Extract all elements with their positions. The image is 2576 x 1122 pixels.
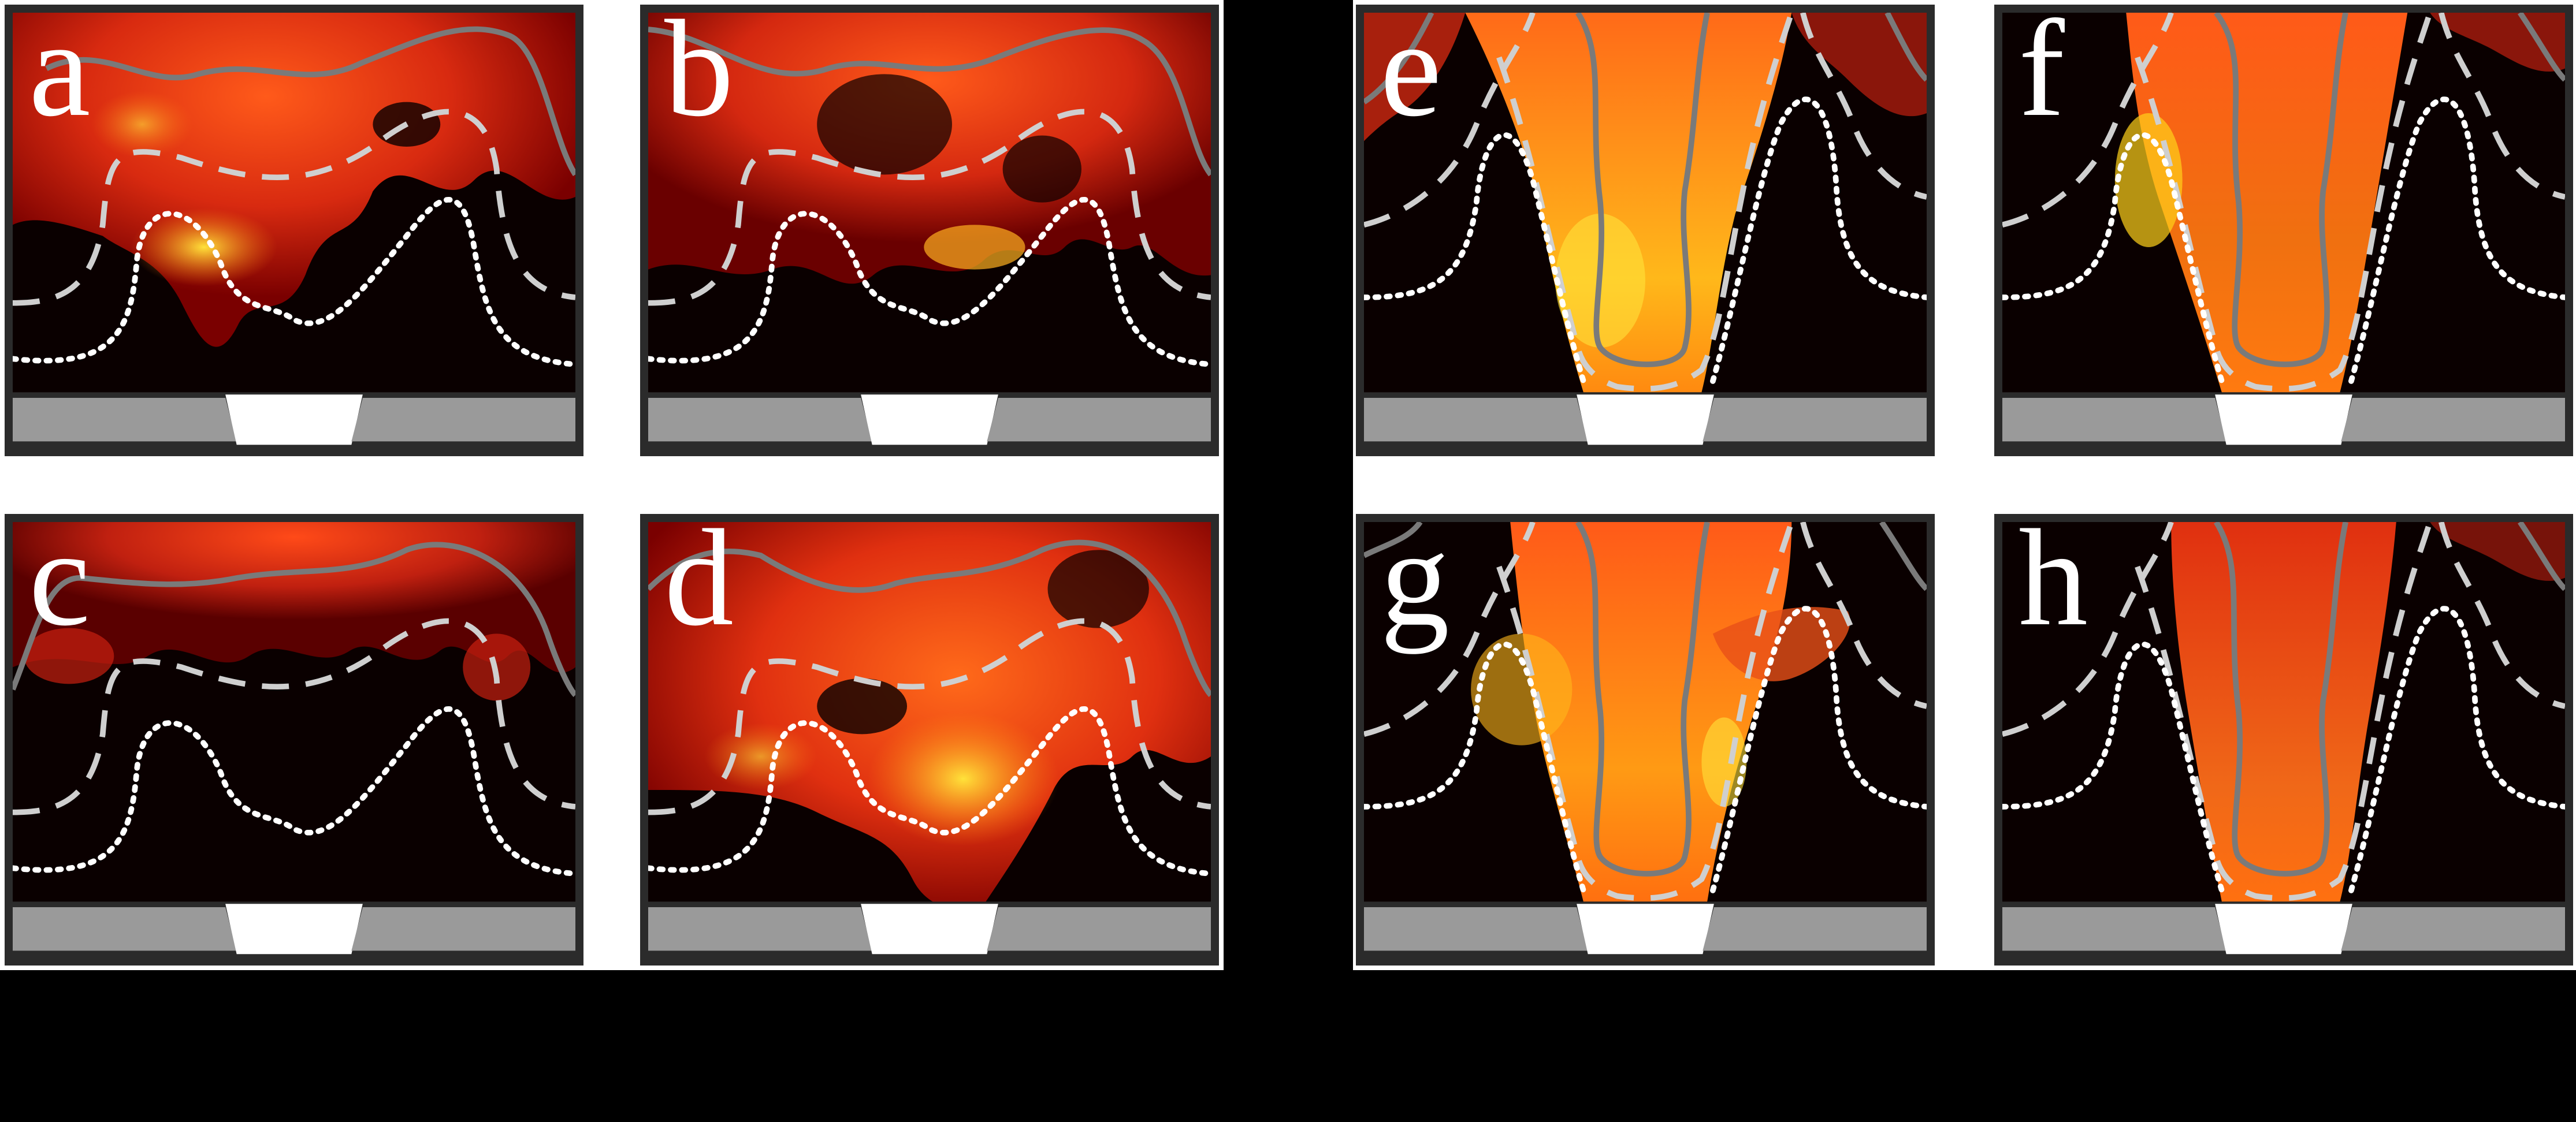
flame-image-e xyxy=(1364,13,1927,448)
panel-label-g: g xyxy=(1380,514,1449,654)
panel-label-h: h xyxy=(2019,514,2088,654)
flame-image-d xyxy=(648,522,1211,957)
panel-b: b xyxy=(640,5,1219,456)
flame-image-c xyxy=(13,522,575,957)
nozzle-opening xyxy=(225,394,363,445)
base-block-right xyxy=(351,398,575,442)
panel-f: f xyxy=(1994,5,2573,456)
panel-a: a xyxy=(5,5,583,456)
flame-image-f xyxy=(2002,13,2565,448)
base-block-left xyxy=(13,398,237,442)
panel-e: e xyxy=(1356,5,1935,456)
panel-label-f: f xyxy=(2019,5,2065,145)
panel-label-b: b xyxy=(664,5,734,145)
panel-d: d xyxy=(640,514,1219,966)
panel-label-c: c xyxy=(29,514,91,654)
panel-c: c xyxy=(5,514,583,966)
flame-image-h xyxy=(2002,522,2565,957)
panel-label-a: a xyxy=(29,5,91,145)
panel-g: g xyxy=(1356,514,1935,966)
panel-h: h xyxy=(1994,514,2573,966)
panel-label-e: e xyxy=(1380,5,1442,145)
panel-label-d: d xyxy=(664,514,734,654)
flame-image-g xyxy=(1364,522,1927,957)
flame-image-a xyxy=(13,13,575,448)
flame-image-b xyxy=(648,13,1211,448)
